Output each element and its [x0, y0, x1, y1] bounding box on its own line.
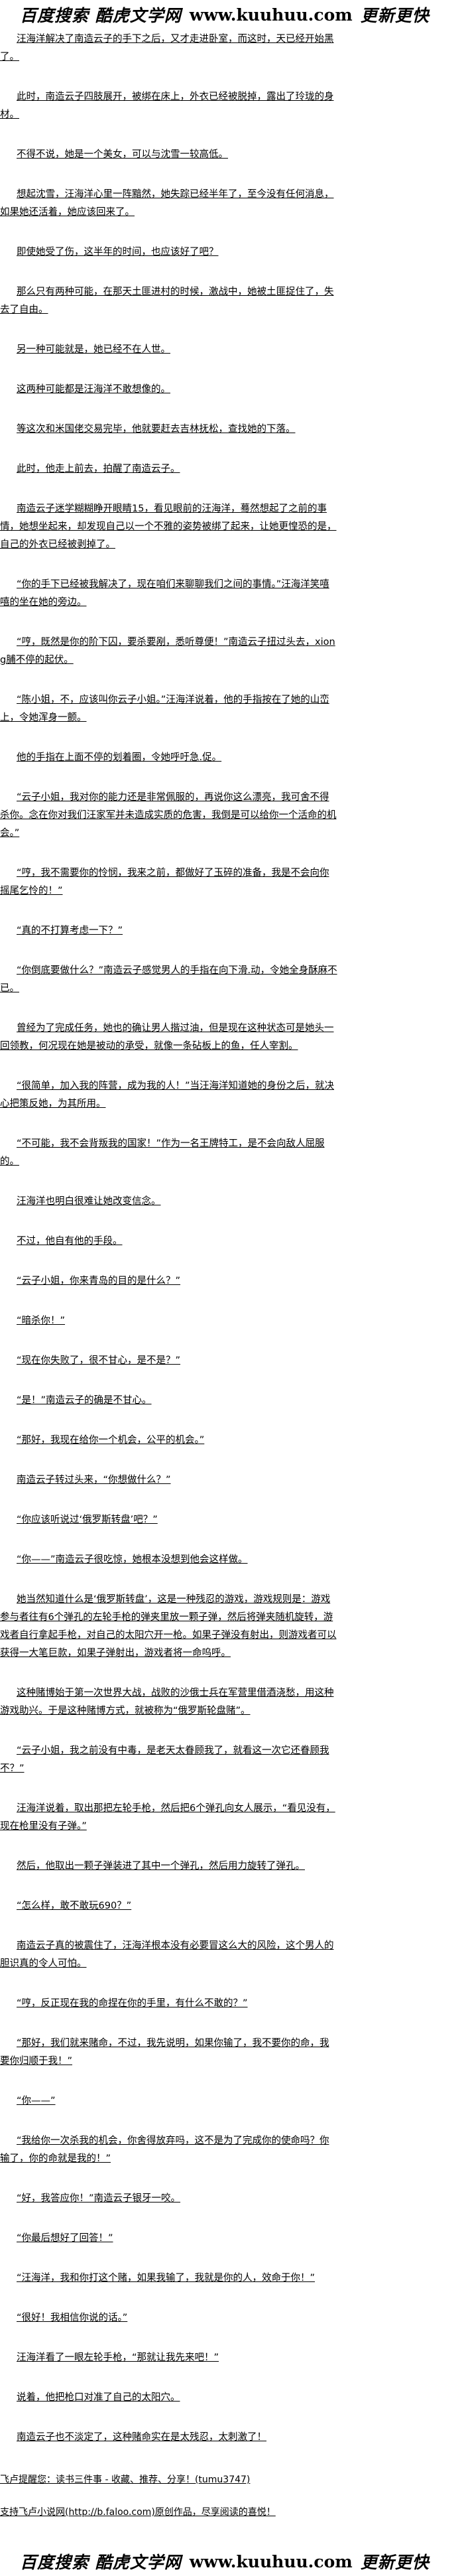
banner-slogan: 更新更快: [360, 2553, 430, 2572]
paragraph: 想起沈雪，汪海洋心里一阵黯然，她失踪已经半年了，至今没有任何消息，如果她还活着，…: [0, 189, 334, 218]
paragraph: “你最后想好了回答！”: [17, 2233, 113, 2244]
reading-reminder: 飞卢提醒您：读书三件事 - 收藏、推荐、分享！(tumu3747): [0, 2474, 251, 2485]
paragraph: 她当然知道什么是‘俄罗斯转盘’，这是一种残忍的游戏，游戏规则是：游戏参与者往有6…: [0, 1594, 337, 1659]
banner-site-name: 百度搜索 酷虎文学网: [20, 2553, 182, 2572]
footer: 飞卢提醒您：读书三件事 - 收藏、推荐、分享！(tumu3747) 支持飞卢小说…: [0, 2469, 431, 2522]
paragraph: 南造云子也不淡定了，这种赌命实在是太残忍，太刺激了！: [17, 2432, 266, 2443]
paragraph: 汪海洋解决了南造云子的手下之后，又才走进卧室，而这时，天已经开始黑了。: [0, 34, 334, 62]
paragraph: “你应该听说过‘俄罗斯转盘’吧？”: [17, 1515, 158, 1525]
paragraph: “你倒底要做什么？”南造云子感觉男人的手指在向下滑.动，令她全身酥麻不已。: [0, 965, 337, 994]
paragraph: “你——”南造云子很吃惊，她根本没想到他会这样做。: [17, 1554, 248, 1565]
paragraph: 南造云子转过头来，“你想做什么？”: [17, 1475, 171, 1485]
paragraph: 此时，他走上前去，拍醒了南造云子。: [17, 464, 180, 474]
paragraph: 汪海洋说着，取出那把左轮手枪，然后把6个弹孔向女人展示，“看见没有，现在枪里没有…: [0, 1803, 335, 1832]
paragraph: “云子小姐，你来青岛的目的是什么？”: [17, 1276, 181, 1286]
paragraph: 那么只有两种可能，在那天土匪进村的时候，激战中，她被土匪捉住了，失去了自由。: [0, 287, 334, 315]
site-banner-top: 百度搜索 酷虎文学网 www.kuuhuu.com 更新更快: [0, 0, 464, 29]
paragraph: “你——”: [17, 2096, 56, 2106]
paragraph: “哼，我不需要你的怜悯，我来之前，都做好了玉碎的准备，我是不会向你摇尾乞怜的！”: [0, 868, 329, 896]
paragraph: “好，我答应你！”南造云子银牙一咬。: [17, 2193, 181, 2204]
paragraph: 这种赌博始于第一次世界大战，战败的沙俄士兵在军营里借酒浇愁，用这种游戏助兴。于是…: [0, 1688, 334, 1716]
paragraph: “现在你失败了，很不甘心，是不是？”: [17, 1355, 181, 1366]
paragraph: 这两种可能都是汪海洋不敢想像的。: [17, 384, 170, 395]
paragraph: 曾经为了完成任务，她也的确让男人揩过油，但是现在这种状态可是她头一回领教，何况现…: [0, 1023, 334, 1051]
paragraph: 不过，他自有他的手段。: [17, 1236, 123, 1247]
paragraph: “那好，我们就来赌命，不过，我先说明，如果你输了，我不要你的命，我要你归顺于我！…: [0, 2038, 329, 2067]
paragraph: 他的手指在上面不停的划着圈，令她呼吁急.促。: [17, 752, 222, 763]
paragraph: “陈小姐，不，应该叫你云子小姐。”汪海洋说着，他的手指按在了她的山峦上，令她浑身…: [0, 695, 329, 723]
support-faloo-link[interactable]: 支持飞卢小说网(http://b.faloo.com)原创作品，尽享阅读的喜悦！: [0, 2507, 276, 2518]
paragraph: “哼，反正现在我的命捏在你的手里，有什么不敢的？”: [17, 1998, 248, 2009]
paragraph: 另一种可能就是，她已经不在人世。: [17, 344, 170, 355]
site-banner-bottom: 百度搜索 酷虎文学网 www.kuuhuu.com 更新更快: [0, 2547, 464, 2576]
paragraph: 然后，他取出一颗子弹装进了其中一个弹孔，然后用力旋转了弹孔。: [17, 1861, 305, 1871]
paragraph: 汪海洋也明白很难让她改变信念。: [17, 1196, 161, 1207]
paragraph: “很好！我相信你说的话。”: [17, 2313, 128, 2323]
banner-slogan: 更新更快: [360, 6, 430, 25]
paragraph: 此时，南造云子四肢展开，被绑在床上，外衣已经被脱掉，露出了玲珑的身材。: [0, 92, 334, 120]
paragraph: “我给你一次杀我的机会，你舍得放弃吗，这不是为了完成你的使命吗？你输了，你的命就…: [0, 2135, 329, 2164]
paragraph: 南造云子真的被震住了，汪海洋根本没有必要冒这么大的风险，这个男人的胆识真的令人可…: [0, 1940, 334, 1969]
paragraph: “你的手下已经被我解决了，现在咱们来聊聊我们之间的事情。”汪海洋笑嘻嘻的坐在她的…: [0, 579, 329, 608]
paragraph: “是！”南造云子的确是不甘心。: [17, 1395, 152, 1406]
paragraph: “怎么样，敢不敢玩690？”: [17, 1901, 132, 1911]
paragraph: “不可能，我不会背叛我的国家！”作为一名王牌特工，是不会向敌人屈服的。: [0, 1138, 325, 1167]
paragraph: 汪海洋看了一眼左轮手枪，“那就让我先来吧！”: [17, 2352, 219, 2363]
paragraph: “很简单，加入我的阵营，成为我的人！”当汪海洋知道她的身份之后，就决心把策反她，…: [0, 1081, 335, 1109]
paragraph: “真的不打算考虑一下？”: [17, 925, 123, 936]
banner-url: www.kuuhuu.com: [189, 5, 353, 25]
paragraph: 等这次和米国佬交易完毕，他就要赶去吉林抚松，查找她的下落。: [17, 424, 296, 435]
banner-url: www.kuuhuu.com: [189, 2551, 353, 2571]
paragraph: “云子小姐，我之前没有中毒，是老天太眷顾我了，就看这一次它还眷顾我不？”: [0, 1745, 329, 1774]
chapter-text: 汪海洋解决了南造云子的手下之后，又才走进卧室，而这时，天已经开始黑了。此时，南造…: [0, 29, 338, 2447]
paragraph: “云子小姐，我对你的能力还是非常佩服的，再说你这么漂亮，我可舍不得杀你。念在你对…: [0, 792, 337, 839]
banner-site-name: 百度搜索 酷虎文学网: [20, 6, 182, 25]
paragraph: 即使她受了伤，这半年的时间，也应该好了吧？: [17, 247, 219, 257]
paragraph: 说着，他把枪口对准了自己的太阳穴。: [17, 2392, 180, 2403]
paragraph: 不得不说，她是一个美女，可以与沈雪一较高低。: [17, 149, 228, 160]
paragraph: “那好，我现在给你一个机会，公平的机会。”: [17, 1435, 205, 1446]
paragraph: “暗杀你！”: [17, 1316, 66, 1326]
paragraph: “汪海洋，我和你打这个赌，如果我输了，我就是你的人，效命于你！”: [17, 2273, 316, 2283]
paragraph: 南造云子迷学糊糊睁开眼睛15，看见眼前的汪海洋，蓦然想起了之前的事情，她想坐起来…: [0, 504, 337, 550]
paragraph: “哼，既然是你的阶下囚，要杀要剐，悉听尊便！”南造云子扭过头去，xiong脯不停…: [0, 637, 335, 665]
